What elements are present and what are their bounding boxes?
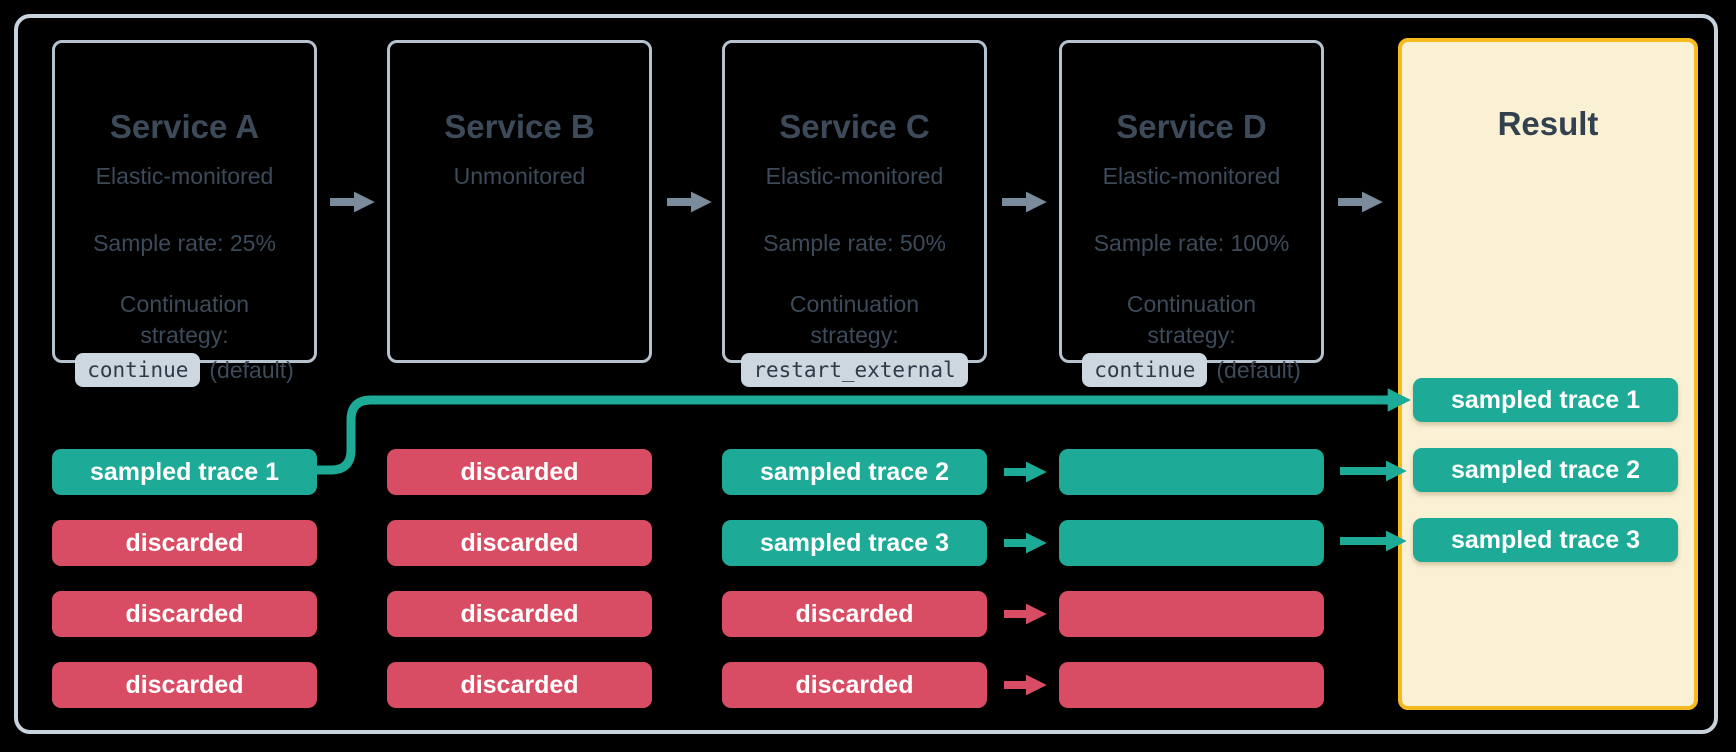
service-c-strategy-row: restart_external: [725, 351, 984, 389]
service-c-strategy-label: Continuation strategy:: [789, 291, 920, 348]
service-box-c: Service C Elastic-monitored Sample rate:…: [722, 40, 987, 387]
result-title: Result: [1497, 105, 1599, 142]
service-d-monitoring: Elastic-monitored: [1102, 163, 1281, 189]
result-chip-3: sampled trace 3: [1413, 518, 1678, 562]
service-box-d: Service D Elastic-monitored Sample rate:…: [1059, 40, 1324, 387]
service-b-title: Service B: [444, 108, 595, 145]
service-c-title: Service C: [779, 108, 930, 145]
service-a-strategy-row: continue (default): [55, 351, 314, 389]
result-box: Result: [1398, 38, 1698, 710]
service-c-monitoring: Elastic-monitored: [765, 163, 944, 189]
service-d-title: Service D: [1116, 108, 1267, 145]
trace-chip-a3: discarded: [52, 591, 317, 637]
trace-chip-b3: discarded: [387, 591, 652, 637]
trace-chip-d4: [1059, 662, 1324, 708]
trace-chip-d1: [1059, 449, 1324, 495]
service-box-b: Service B Unmonitored: [387, 40, 652, 363]
trace-chip-c3: discarded: [722, 591, 987, 637]
service-c-strategy-code: restart_external: [741, 353, 968, 387]
service-a-title: Service A: [109, 108, 260, 145]
service-d-strategy-row: continue (default): [1062, 351, 1321, 389]
trace-chip-d3: [1059, 591, 1324, 637]
service-b-monitoring: Unmonitored: [453, 163, 586, 189]
trace-chip-a1: sampled trace 1: [52, 449, 317, 495]
trace-chip-d2: [1059, 520, 1324, 566]
service-a-sample-rate: Sample rate: 25%: [93, 230, 276, 256]
trace-chip-c2: sampled trace 3: [722, 520, 987, 566]
service-d-sample-rate: Sample rate: 100%: [1093, 230, 1290, 256]
trace-chip-b4: discarded: [387, 662, 652, 708]
service-a-monitoring: Elastic-monitored: [95, 163, 274, 189]
service-box-a: Service A Elastic-monitored Sample rate:…: [52, 40, 317, 387]
result-chip-1: sampled trace 1: [1413, 378, 1678, 422]
service-a-strategy-label: Continuation strategy:: [119, 291, 250, 348]
trace-chip-b1: discarded: [387, 449, 652, 495]
result-chip-2: sampled trace 2: [1413, 448, 1678, 492]
trace-chip-a4: discarded: [52, 662, 317, 708]
trace-chip-c1: sampled trace 2: [722, 449, 987, 495]
service-a-strategy-code: continue: [75, 353, 201, 387]
trace-chip-b2: discarded: [387, 520, 652, 566]
trace-chip-c4: discarded: [722, 662, 987, 708]
outer-frame: [14, 14, 1718, 734]
service-c-sample-rate: Sample rate: 50%: [763, 230, 946, 256]
service-d-strategy-label: Continuation strategy:: [1126, 291, 1257, 348]
service-d-strategy-suffix: (default): [1216, 356, 1301, 383]
service-d-strategy-code: continue: [1082, 353, 1208, 387]
trace-chip-a2: discarded: [52, 520, 317, 566]
service-a-strategy-suffix: (default): [209, 356, 294, 383]
